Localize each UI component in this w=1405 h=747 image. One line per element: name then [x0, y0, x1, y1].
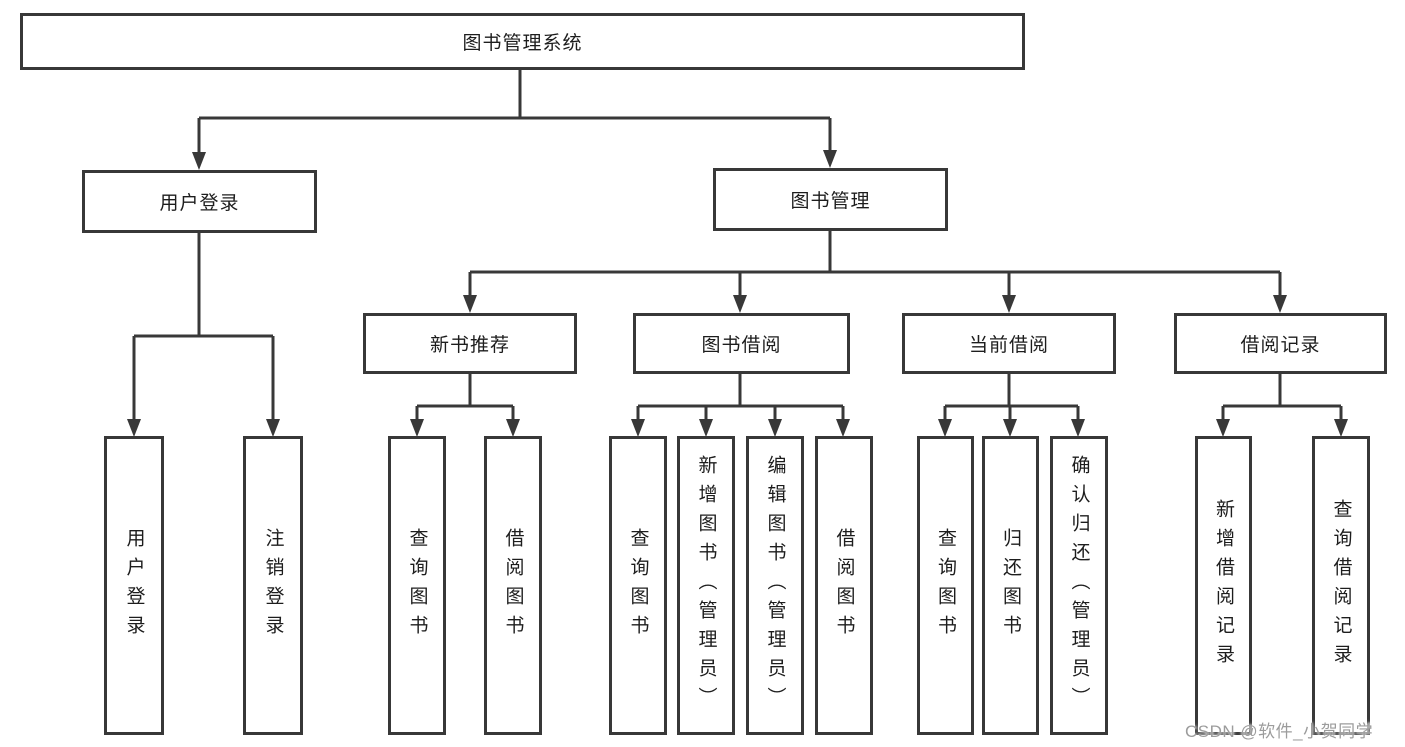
- leaf-borrow-books-recommend: 借阅图书: [484, 436, 542, 735]
- node-user-login: 用户登录: [82, 170, 317, 233]
- leaf-query-borrow-record: 查询借阅记录: [1312, 436, 1370, 735]
- leaf-borrow-books-borrowing: 借阅图书: [815, 436, 873, 735]
- node-root-system: 图书管理系统: [20, 13, 1025, 70]
- leaf-query-books-borrowing: 查询图书: [609, 436, 667, 735]
- leaf-query-books-recommend: 查询图书: [388, 436, 446, 735]
- node-book-management: 图书管理: [713, 168, 948, 231]
- leaf-add-book-admin: 新增图书（管理员）: [677, 436, 735, 735]
- node-current-borrowing: 当前借阅: [902, 313, 1116, 374]
- node-new-book-recommend: 新书推荐: [363, 313, 577, 374]
- node-book-borrowing: 图书借阅: [633, 313, 850, 374]
- leaf-query-books-current: 查询图书: [917, 436, 974, 735]
- leaf-logout: 注销登录: [243, 436, 303, 735]
- leaf-add-borrow-record: 新增借阅记录: [1195, 436, 1252, 735]
- leaf-user-login: 用户登录: [104, 436, 164, 735]
- csdn-watermark: CSDN @软件_小贺同学: [1185, 722, 1374, 741]
- leaf-return-books: 归还图书: [982, 436, 1039, 735]
- node-borrow-records: 借阅记录: [1174, 313, 1387, 374]
- leaf-edit-book-admin: 编辑图书（管理员）: [746, 436, 804, 735]
- leaf-confirm-return-admin: 确认归还（管理员）: [1050, 436, 1108, 735]
